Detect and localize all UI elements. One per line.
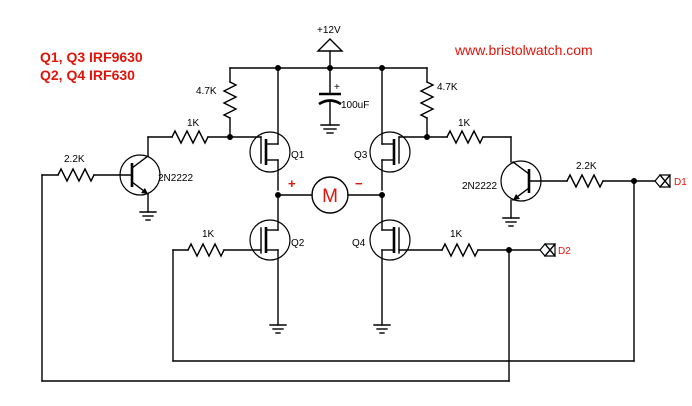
svg-text:1K: 1K: [458, 118, 471, 129]
svg-text:4.7K: 4.7K: [196, 86, 217, 97]
resistor-1k-q3: 1K: [426, 118, 512, 145]
port-d1-label: D1: [674, 177, 687, 188]
svg-text:Q2: Q2: [291, 238, 305, 249]
q2-mosfet: Q2: [249, 194, 305, 326]
capacitor: + 100uF: [318, 67, 369, 134]
ground-npn-left: [139, 211, 157, 221]
svg-text:2.2K: 2.2K: [64, 154, 85, 165]
npn-transistor-right: 2N2222: [462, 136, 542, 219]
q1-mosfet: Q1: [229, 67, 305, 191]
resistor-1k-q4: 1K: [398, 229, 541, 258]
svg-text:+: +: [334, 82, 340, 93]
crossover-wiring: [41, 174, 635, 382]
svg-text:Q4: Q4: [352, 238, 366, 249]
ground-q4: [373, 324, 391, 334]
svg-text:−: −: [355, 176, 363, 191]
svg-text:1K: 1K: [450, 229, 463, 240]
q3-mosfet: Q3: [354, 67, 428, 191]
svg-text:1K: 1K: [202, 229, 215, 240]
mosfet-types-line-1: Q1, Q3 IRF9630: [40, 49, 143, 65]
resistor-4k7-right: 4.7K: [419, 67, 458, 138]
ground-q2: [269, 324, 287, 334]
resistor-2k2-left: 2.2K: [41, 154, 133, 183]
svg-text:1K: 1K: [187, 118, 200, 129]
ground-npn-right: [502, 217, 520, 227]
port-d1[interactable]: D1: [654, 174, 687, 188]
svg-text:Q1: Q1: [291, 150, 305, 161]
mosfet-types-line-2: Q2, Q4 IRF630: [40, 67, 135, 83]
resistor-1k-q1: 1K: [147, 118, 231, 145]
resistor-1k-q2: 1K: [172, 229, 262, 258]
motor: M + −: [277, 176, 383, 214]
motor-label: M: [322, 186, 338, 207]
website-label: www.bristolwatch.com: [454, 42, 593, 58]
capacitor-label: 100uF: [341, 100, 369, 111]
supply-terminal: +12V: [316, 25, 344, 69]
q4-mosfet: Q4: [352, 194, 411, 326]
svg-text:4.7K: 4.7K: [437, 82, 458, 93]
port-d2-label: D2: [558, 246, 571, 257]
svg-text:+: +: [288, 176, 296, 191]
svg-text:Q3: Q3: [354, 150, 368, 161]
port-d2[interactable]: D2: [539, 243, 571, 257]
supply-label: +12V: [317, 25, 341, 36]
svg-text:2N2222: 2N2222: [158, 173, 193, 184]
resistor-4k7-left: 4.7K: [196, 67, 238, 138]
resistor-2k2-right: 2.2K: [528, 161, 656, 189]
svg-text:2N2222: 2N2222: [462, 181, 497, 192]
svg-text:2.2K: 2.2K: [576, 161, 597, 172]
